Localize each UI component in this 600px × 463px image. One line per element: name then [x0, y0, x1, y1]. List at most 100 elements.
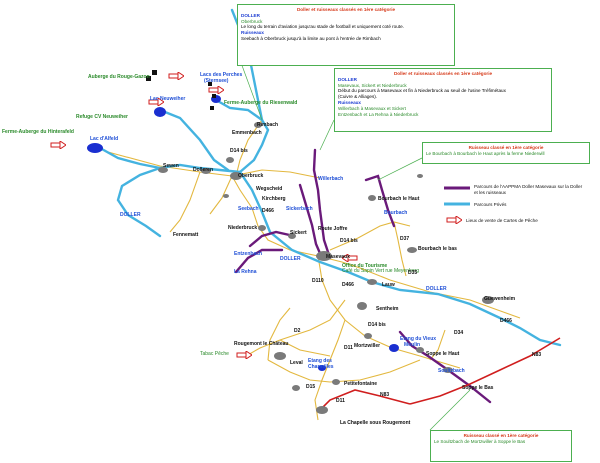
label-route-joffre: Route Joffre: [318, 226, 348, 232]
label-refuge-neuweiher: Refuge CV Neuweiher: [76, 114, 128, 120]
label-d15: D15: [306, 384, 316, 390]
label-bourbach: Bourbach: [384, 210, 408, 216]
info-box-mid: Doller et ruisseaux classés en 1ère caté…: [334, 68, 552, 132]
info-box-place: Willerbach à Masevaux et Sickert: [338, 105, 406, 111]
label-sickert: Sickert: [290, 230, 307, 236]
sale-point-arrow-icon: [342, 254, 358, 262]
label-doller-right: DOLLER: [426, 286, 447, 292]
label-guewenheim: Guewenheim: [484, 296, 516, 302]
label-rougemont: Rougemont le Château: [234, 341, 289, 347]
label-d34: D34: [454, 330, 464, 336]
label-lacs-perches: Lacs des Perches: [200, 72, 243, 78]
label-d14bis-c: D14 bis: [368, 322, 386, 328]
label-d466-c: D466: [500, 318, 512, 324]
info-box-place: Entzenbach et La Rehna à Niederbruck: [338, 111, 419, 117]
legend-arrow-label: Lieux de vente de Cartes de Pêche: [466, 218, 538, 223]
info-box-text: (Cuivre & Alliages).: [338, 94, 378, 100]
label-dolleren: Dolleren: [193, 167, 214, 173]
label-office-tourisme: Office du Tourisme: [342, 263, 388, 269]
label-leval: Leval: [290, 360, 303, 366]
label-niederbruck: Niederbruck: [228, 225, 258, 231]
roads: [107, 119, 521, 421]
label-d14bis-b: D14 bis: [340, 238, 358, 244]
label-entzenbach: Entzenbach: [234, 251, 263, 257]
label-d2: D2: [294, 328, 301, 334]
info-box-title: Ruisseau classé en 1ère catégorie: [468, 145, 544, 150]
label-bourbach-bas: Bourbach le bas: [418, 246, 457, 252]
sale-point-arrow-icon: [208, 86, 224, 94]
label-soppe-haut: Soppe le Haut: [426, 351, 460, 357]
callout-lines: [239, 59, 471, 431]
label-soultzbach: Soultzbach: [438, 368, 465, 374]
label-lac-alfeld: Lac d'Alfeld: [90, 136, 119, 142]
label-wegscheid: Wegscheid: [256, 186, 283, 192]
info-box-text: Le long du terrain d'aviation jusqu'au s…: [241, 24, 404, 30]
legend-swatches: [444, 186, 470, 206]
info-box-title: Doller et ruisseaux classés en 1ère caté…: [393, 71, 493, 76]
label-masevaux: Masevaux: [326, 254, 350, 260]
sale-point-arrow-icon: [168, 72, 184, 80]
n83-road: [317, 337, 561, 413]
label-soppe-bas: Soppe le Bas: [462, 385, 494, 391]
label-d37: D37: [400, 236, 410, 242]
label-lacs-perches-2: (Sternsee): [204, 78, 229, 84]
info-box-heading: DOLLER: [338, 76, 357, 82]
label-doller-left: DOLLER: [120, 212, 141, 218]
label-sickerbach: Sickerbach: [286, 206, 313, 212]
label-kirchberg: Kirchberg: [262, 196, 286, 202]
label-etang-vieux-moulin: Etang du Vieux: [400, 336, 437, 342]
legend-blue-label: Parcours Privés: [474, 202, 507, 207]
label-d35: D35: [408, 270, 418, 276]
shelter-markers: [146, 70, 216, 110]
label-auberge-rouge-gazon: Auberge du Rouge-Gazon: [88, 74, 150, 80]
label-d14bis-a: D14 bis: [230, 148, 248, 154]
label-doller-mid: DOLLER: [280, 256, 301, 262]
info-box-heading: DOLLER: [241, 12, 260, 18]
legend-purple-label: Parcours de l'AAPPMA Doller Masevaux sur…: [474, 184, 583, 195]
first-category-streams: [234, 148, 492, 404]
info-box-bottom: Ruisseau classé en 1ère catégorie Le Sou…: [430, 430, 572, 462]
legend-arrow-icon: [446, 216, 462, 224]
label-tabac-peche: Tabac Pêche: [200, 351, 229, 357]
label-sewen: Sewen: [163, 163, 179, 169]
info-box-text: Début du parcours à Masevaux et fin à Ni…: [338, 88, 506, 94]
label-la-rehna: La Rehna: [234, 269, 257, 275]
info-box-text: Le Bourbach à Bourbach le Haut après la …: [426, 150, 545, 156]
label-mortzwiller: Mortzwiller: [354, 343, 381, 349]
label-d11-a: D11: [344, 345, 353, 351]
label-ferme-auberge-hinterafeld: Ferme-Auberge du Hinterafeld: [2, 129, 74, 135]
info-box-right: Ruisseau classé en 1ère catégorie Le Bou…: [422, 142, 590, 164]
info-box-place: Masevaux, Sickert et Niederbruck: [338, 82, 407, 88]
label-etang-charmilles-2: Charmilles: [308, 364, 334, 370]
label-willerbach: Willerbach: [318, 176, 344, 182]
sale-point-arrow-icon: [50, 141, 66, 149]
label-d11-b: D11: [336, 398, 345, 404]
label-lauw: Lauw: [382, 282, 395, 288]
info-box-text: Seebach à Oberbruck jusqu'à la limite au…: [241, 35, 381, 41]
label-d466-a: D466: [262, 208, 274, 214]
label-ferme-auberge-riesenwald: Ferme-Auberge du Riesenwald: [224, 100, 298, 106]
label-seebach: Seebach: [238, 206, 259, 212]
sale-point-arrow-icon: [236, 351, 252, 359]
label-oberbruck: Oberbruck: [238, 173, 264, 179]
label-fennematt: Fennematt: [173, 232, 199, 238]
label-etang-vieux-moulin-2: Moulin: [404, 342, 421, 348]
info-box-text: Le Soultzbach de Mortzwiller à Soppe le …: [434, 438, 526, 444]
label-emmenbach: Emmenbach: [232, 130, 262, 136]
label-bourbach-haut: Bourbach le Haut: [378, 196, 420, 202]
label-etang-charmilles: Etang des: [308, 358, 332, 364]
label-sentheim: Sentheim: [376, 306, 399, 312]
label-n83-a: N83: [532, 352, 542, 358]
info-box-heading: Ruisseaux: [241, 30, 264, 36]
label-petitefontaine: Petitefontaine: [344, 381, 378, 387]
label-lac-neuweiher: Lac Neuweiher: [150, 96, 186, 102]
label-n83-b: N83: [380, 392, 390, 398]
label-rimbach: Rimbach: [257, 122, 279, 128]
label-d466-b: D466: [342, 282, 354, 288]
info-box-heading: Ruisseaux: [338, 99, 361, 105]
label-la-chapelle: La Chapelle sous Rougemont: [340, 420, 411, 426]
info-box-title: Ruisseau classé en 1ère catégorie: [463, 433, 539, 438]
sale-point-arrow-icon: [148, 98, 164, 106]
info-box-top: Doller et ruisseaux classés en 1ère caté…: [237, 4, 455, 66]
